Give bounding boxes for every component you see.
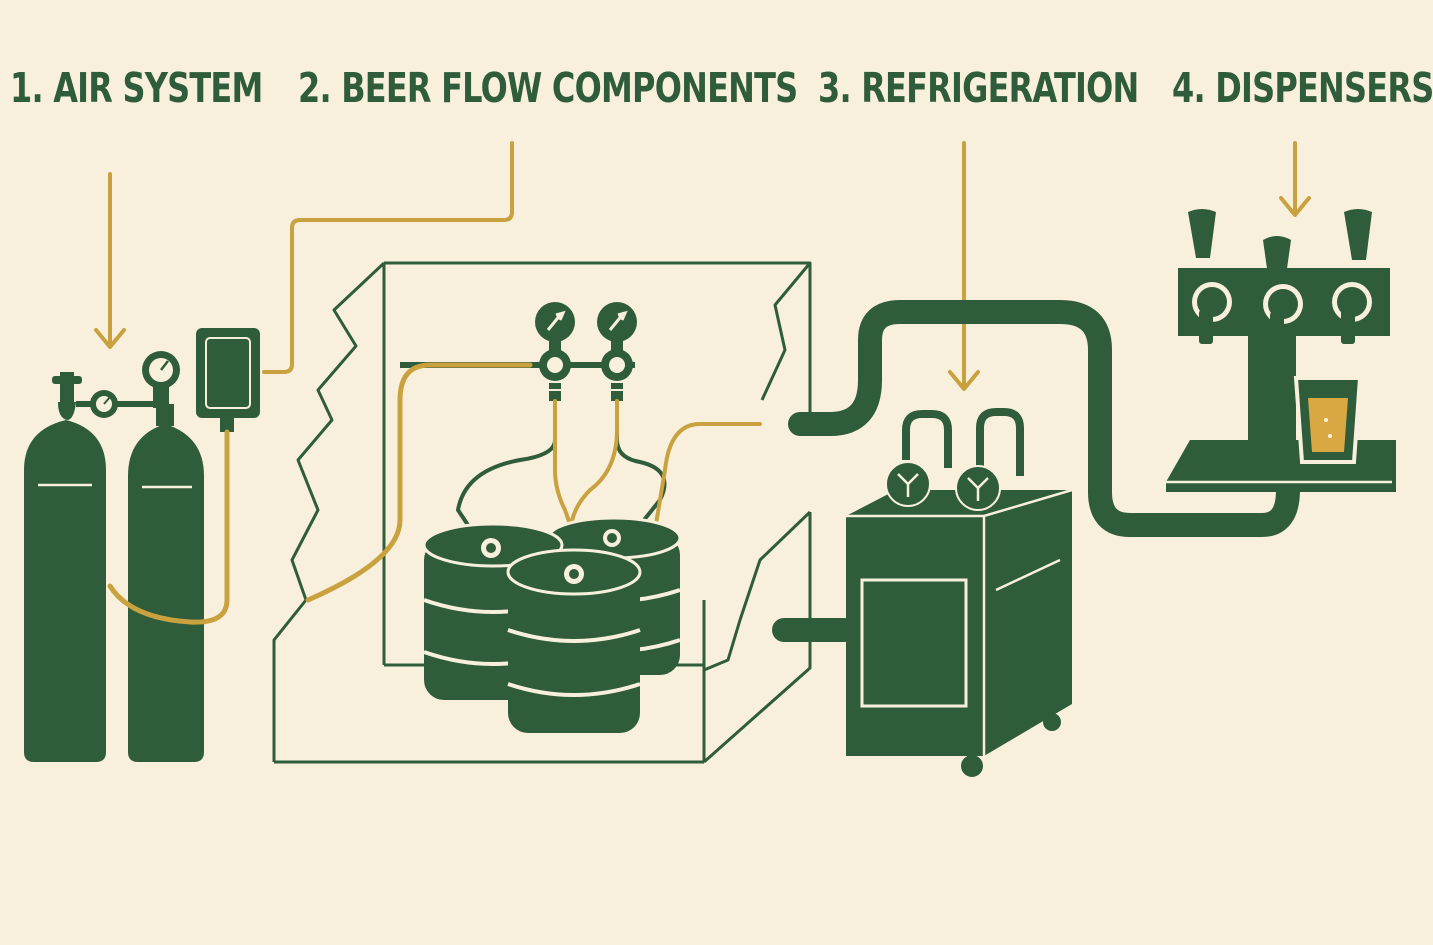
arrow-refrigeration bbox=[948, 141, 980, 391]
label-dispensers: 4. DISPENSERS bbox=[1172, 64, 1433, 112]
cold-room-box bbox=[272, 261, 812, 764]
arrow-dispensers bbox=[1279, 141, 1311, 217]
gas-regulator-box bbox=[196, 328, 260, 432]
gas-manifold-gauges bbox=[400, 302, 637, 401]
refrigeration-unit bbox=[846, 408, 1073, 777]
label-air-system: 1. AIR SYSTEM bbox=[10, 64, 263, 112]
drip-tray bbox=[1166, 440, 1396, 492]
co2-cylinder-right bbox=[128, 404, 204, 762]
glycol-trunk-line bbox=[772, 300, 1300, 642]
co2-cylinder-left bbox=[24, 372, 106, 762]
label-beer-flow-components: 2. BEER FLOW COMPONENTS bbox=[298, 64, 798, 112]
leader-beer-flow bbox=[262, 141, 514, 374]
beer-glass bbox=[1293, 376, 1363, 464]
keg-front bbox=[506, 548, 642, 733]
pressure-gauge-icon bbox=[76, 351, 180, 418]
gas-line bbox=[107, 429, 230, 625]
label-refrigeration: 3. REFRIGERATION bbox=[818, 64, 1139, 112]
arrow-air-system bbox=[94, 172, 126, 349]
tap-tower bbox=[1178, 209, 1390, 456]
